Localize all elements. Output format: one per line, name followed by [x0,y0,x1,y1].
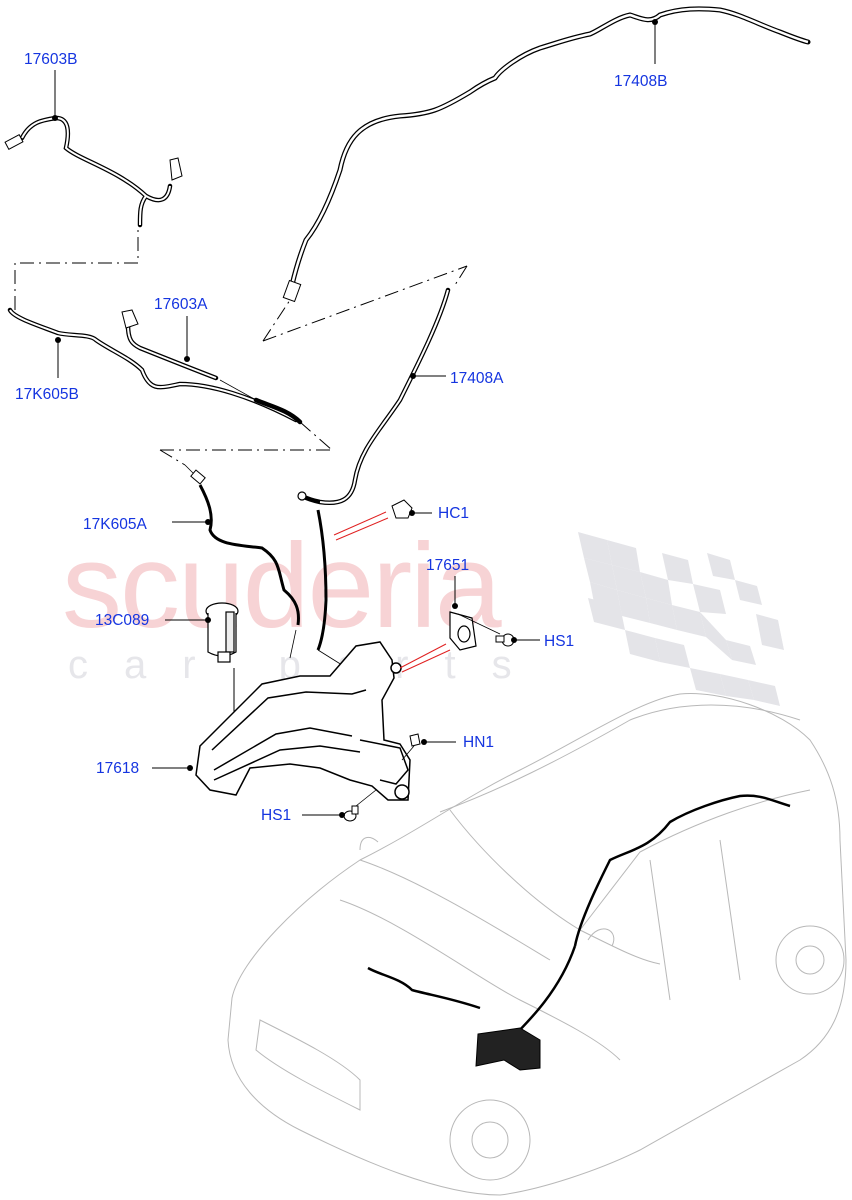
locator-vehicle [227,692,847,1196]
locator-reservoir [475,1027,541,1071]
grommet-17651 [449,611,477,651]
nut-hn1 [409,733,421,747]
callout-17603B[interactable]: 17603B [24,51,78,68]
callout-17651[interactable]: 17651 [426,557,470,574]
checker-flag-watermark [578,532,784,706]
hose-to-reservoir [316,509,328,651]
callout-13C089[interactable]: 13C089 [95,612,150,629]
callout-17618[interactable]: 17618 [96,760,140,777]
hose-17603A [125,322,303,425]
callout-leaders [54,22,656,816]
callout-HS1-top[interactable]: HS1 [544,633,575,650]
hose-17603B [19,115,173,228]
callout-17K605A[interactable]: 17K605A [83,516,147,533]
washer-pump-13C089 [205,602,239,663]
callout-HS1-bottom[interactable]: HS1 [261,807,292,824]
callout-HN1[interactable]: HN1 [463,734,495,751]
callout-17603A[interactable]: 17603A [154,296,208,313]
hose-17408A [299,287,451,505]
callout-17K605B[interactable]: 17K605B [15,386,79,403]
washer-reservoir-17618 [195,641,411,801]
callout-17408B[interactable]: 17408B [614,73,668,90]
callout-HC1[interactable]: HC1 [438,505,470,522]
clip-hc1 [391,499,413,519]
callout-17408A[interactable]: 17408A [450,370,504,387]
locator-washer-system [367,794,791,1041]
hose-17408B [289,6,811,288]
hose-17K605A [198,484,300,626]
phantom-lines [14,228,468,466]
screw-hs1-bottom [343,805,359,822]
highlight-leaders [333,511,451,673]
callout-dots [52,19,658,818]
hose-17K605B [7,307,299,423]
hose-17603B-inner [21,116,171,226]
hose-17408B-inner [290,7,809,286]
